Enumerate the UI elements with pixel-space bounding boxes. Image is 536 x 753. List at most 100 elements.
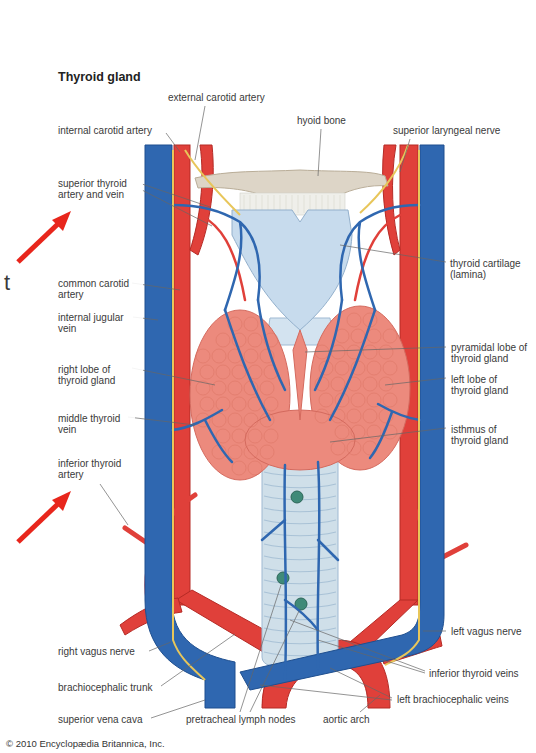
trachea xyxy=(264,616,336,620)
leader-line xyxy=(330,668,392,698)
label-slot: right vagus nerve xyxy=(57,646,136,657)
label-slot: isthmus of thyroid gland xyxy=(450,424,524,446)
leader-line xyxy=(423,631,446,632)
label-slot: right lobe of thyroid gland xyxy=(57,364,143,386)
thyroid-gland xyxy=(244,349,258,363)
trachea xyxy=(262,440,338,665)
lymph-node xyxy=(277,491,307,610)
trachea xyxy=(262,440,338,665)
thyroid-gland xyxy=(232,397,246,411)
part-label: internal carotid artery xyxy=(57,125,153,136)
thyroid-gland xyxy=(331,377,345,391)
part-label: external carotid artery xyxy=(167,92,266,103)
artery xyxy=(120,145,442,708)
vein xyxy=(145,145,235,708)
thyroid-vessel xyxy=(172,205,420,680)
thyroid-gland xyxy=(335,425,349,439)
part-label: thyroid cartilage (lamina) xyxy=(449,258,531,280)
trachea xyxy=(264,568,336,572)
leader-line xyxy=(128,417,195,425)
leader-line xyxy=(132,368,215,385)
leader-line xyxy=(195,106,205,160)
leader-line xyxy=(100,484,128,525)
thyroid-gland xyxy=(347,313,361,327)
part-label: hyoid bone xyxy=(296,115,347,126)
part-label: left vagus nerve xyxy=(450,626,523,637)
copyright-caption: © 2010 Encyclopædia Britannica, Inc. xyxy=(5,738,166,749)
thyroid-gland xyxy=(190,306,410,480)
thyroid-gland xyxy=(260,445,274,459)
thyrohyoid-membrane xyxy=(304,195,305,213)
caption-slot: © 2010 Encyclopædia Britannica, Inc. xyxy=(5,738,166,749)
part-label: aortic arch xyxy=(322,714,371,725)
label-slot: hyoid bone xyxy=(296,115,347,126)
thyroid-gland xyxy=(331,441,345,455)
thyroid-vessel xyxy=(315,300,375,420)
hyoid-bone xyxy=(195,170,388,195)
thyroid-gland xyxy=(363,345,377,359)
thyroid-gland xyxy=(212,349,226,363)
nerve xyxy=(360,145,408,213)
label-slot: pretracheal lymph nodes xyxy=(185,714,297,725)
thyroid-gland xyxy=(315,345,329,359)
thyroid-gland xyxy=(248,461,262,475)
thyroid-vessel xyxy=(200,215,245,300)
thyroid-gland xyxy=(379,345,393,359)
part-label: internal jugular vein xyxy=(57,312,143,334)
thyroid-gland xyxy=(216,365,230,379)
thyroid-gland xyxy=(196,381,210,395)
artery xyxy=(174,145,190,605)
label-slot: common carotid artery xyxy=(57,278,143,300)
lymph-node xyxy=(277,572,289,584)
vein xyxy=(145,145,444,708)
thyroid-gland xyxy=(363,409,377,423)
vein xyxy=(240,145,444,690)
thyroid-vessel xyxy=(355,215,400,300)
label-slot: superior vena cava xyxy=(57,714,144,725)
leader-line xyxy=(142,190,212,226)
trachea xyxy=(264,580,336,584)
trachea xyxy=(264,472,336,476)
thyroid-gland xyxy=(347,409,361,423)
thyroid-gland xyxy=(232,429,246,443)
red-arrow xyxy=(52,211,71,231)
thyroid-gland xyxy=(264,429,278,443)
trachea xyxy=(264,628,336,632)
thyroid-gland xyxy=(244,413,258,427)
thyroid-vessel xyxy=(262,520,338,630)
part-label: pretracheal lymph nodes xyxy=(185,714,297,725)
trachea xyxy=(264,484,336,488)
thyroid-gland xyxy=(264,397,278,411)
thyroid-gland xyxy=(228,413,242,427)
red-arrow xyxy=(18,502,60,542)
thyroid-gland xyxy=(200,365,214,379)
thyroid-gland xyxy=(228,381,242,395)
leader-line xyxy=(330,428,446,442)
thyroid-gland xyxy=(244,317,258,331)
leader-line xyxy=(161,634,235,686)
label-slot: inferior thyroid artery xyxy=(57,458,137,480)
part-label: inferior thyroid veins xyxy=(428,668,519,679)
part-label: common carotid artery xyxy=(57,278,143,300)
part-label: left brachiocephalic veins xyxy=(396,694,510,705)
thyroid-gland xyxy=(293,330,307,420)
thyroid-gland xyxy=(228,445,242,459)
red-arrow xyxy=(18,222,60,262)
thyroid-vessel xyxy=(370,404,420,458)
thyroid-gland xyxy=(351,393,365,407)
leader-line xyxy=(318,129,321,176)
part-label: isthmus of thyroid gland xyxy=(450,424,524,446)
part-label: left lobe of thyroid gland xyxy=(450,374,530,396)
trachea xyxy=(264,472,336,656)
hyoid-bone xyxy=(195,170,388,195)
trachea xyxy=(264,592,336,596)
trachea xyxy=(264,556,336,560)
leader-line xyxy=(318,640,425,673)
thyroid-gland xyxy=(216,429,230,443)
thyroid-gland xyxy=(196,349,210,363)
title-slot: Thyroid gland xyxy=(57,70,142,85)
thyroid-gland xyxy=(367,361,381,375)
part-label: right vagus nerve xyxy=(57,646,136,657)
thyroid-gland xyxy=(351,425,365,439)
